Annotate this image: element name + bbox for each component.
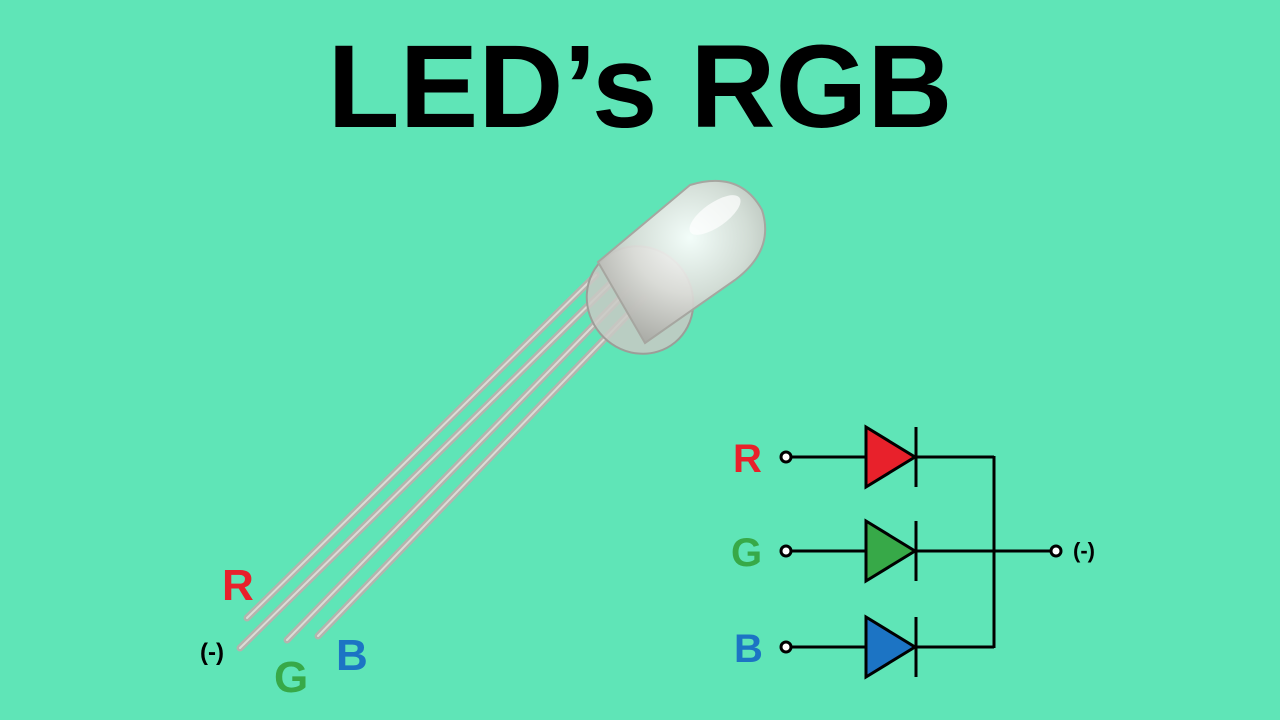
- diode-red: [864, 424, 918, 490]
- led-pin-label-r: R: [222, 561, 254, 610]
- page-title: LED’s RGB: [327, 21, 953, 153]
- schematic-label-common: (-): [1073, 538, 1095, 563]
- terminal-b: [779, 640, 793, 654]
- rgb-led-schematic: [779, 424, 1063, 680]
- schematic-label-r: R: [733, 437, 762, 481]
- led-pin-label-common: (-): [200, 639, 224, 666]
- led-legs: [236, 271, 648, 652]
- led-pin-label-g: G: [274, 653, 308, 702]
- schematic-label-b: B: [734, 627, 763, 671]
- terminal-g: [779, 544, 793, 558]
- schematic-branch-b: [779, 614, 994, 680]
- terminal-common: [1049, 544, 1063, 558]
- schematic-label-g: G: [731, 531, 762, 575]
- rgb-led-illustration: [236, 179, 767, 652]
- led-highlight: [689, 195, 741, 235]
- terminal-r: [779, 450, 793, 464]
- diode-blue: [864, 614, 918, 680]
- diode-green: [864, 518, 918, 584]
- led-body: [585, 179, 767, 355]
- led-pin-label-b: B: [336, 631, 368, 680]
- schematic-branch-g: [779, 518, 1063, 584]
- schematic-branch-r: [779, 424, 994, 490]
